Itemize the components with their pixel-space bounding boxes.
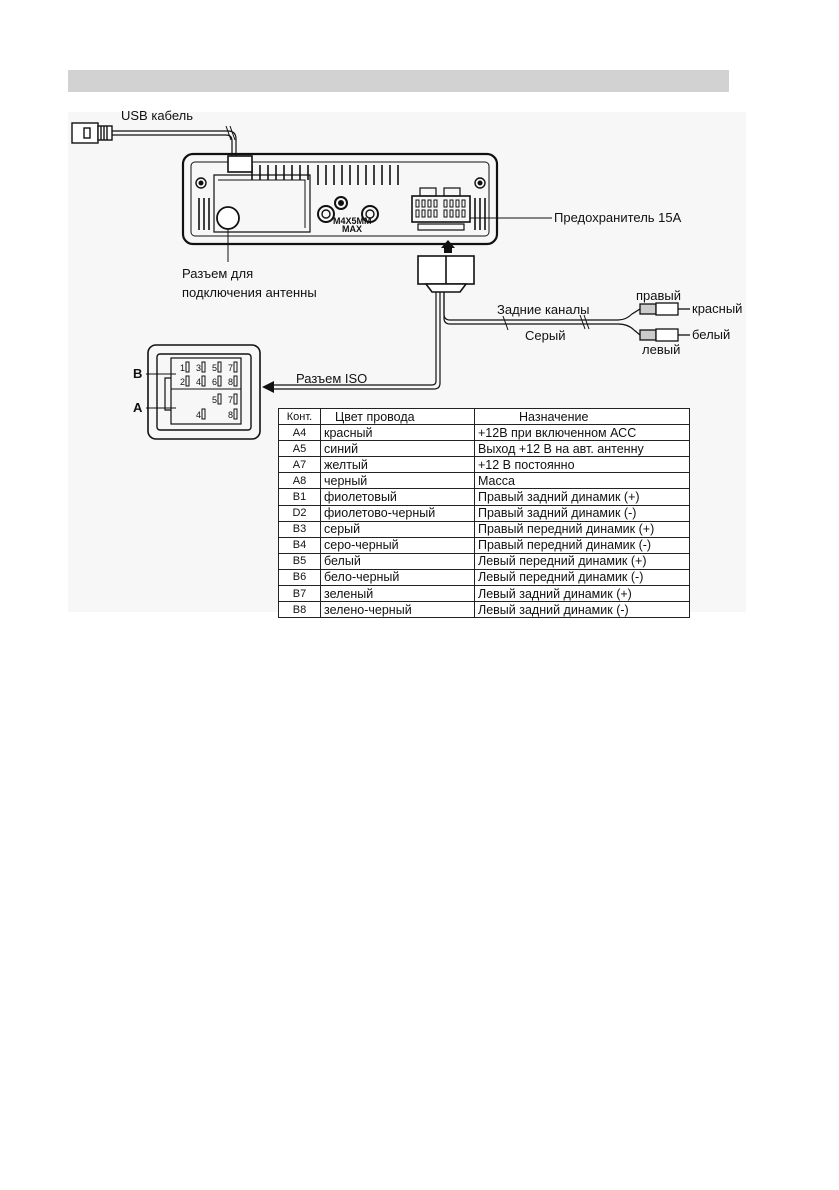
cell-contact: B6 <box>278 568 321 587</box>
connector-b-label: B <box>133 366 142 381</box>
iso-pin-b6: 6 <box>212 377 217 387</box>
cell-contact: A5 <box>278 440 321 458</box>
iso-pin-b1: 1 <box>180 363 185 373</box>
cell-contact: B3 <box>278 520 321 538</box>
cell-contact: A4 <box>278 424 321 442</box>
cell-purpose: +12В при включенном АСС <box>474 424 690 442</box>
rca-connector-white <box>639 328 690 342</box>
cell-contact: B7 <box>278 585 321 603</box>
cell-purpose: Левый передний динамик (+) <box>474 552 690 570</box>
cell-color: желтый <box>320 456 475 474</box>
cell-contact: A8 <box>278 472 321 490</box>
fuse-label: Предохранитель 15А <box>554 210 682 225</box>
cell-purpose: Левый задний динамик (+) <box>474 585 690 603</box>
left-channel-label: левый <box>642 342 680 357</box>
iso-pin-a8: 8 <box>228 410 233 420</box>
usb-cable-label: USB кабель <box>121 108 193 123</box>
white-label: белый <box>692 327 730 342</box>
iso-connector <box>146 344 261 440</box>
cell-purpose: Правый задний динамик (-) <box>474 504 690 522</box>
usb-plug <box>71 122 113 144</box>
iso-pin-b5: 5 <box>212 363 217 373</box>
section-header-bar <box>68 70 729 92</box>
usb-cable <box>112 125 237 158</box>
cell-contact: D2 <box>278 504 321 522</box>
arrow-left-icon <box>262 381 274 393</box>
connector-a-label: A <box>133 400 143 415</box>
red-label: красный <box>692 301 742 316</box>
iso-pin-b4: 4 <box>196 377 201 387</box>
cell-purpose: Правый передний динамик (+) <box>474 520 690 538</box>
rca-connector-red <box>639 302 690 316</box>
cell-color: черный <box>320 472 475 490</box>
screw-note-size: M4X5MM <box>333 216 372 226</box>
harness-plug <box>417 255 475 293</box>
wiring-diagram: USB кабель <box>71 108 742 440</box>
cell-contact: B5 <box>278 552 321 570</box>
arrow-up-icon <box>441 240 455 248</box>
cell-purpose: +12 В постоянно <box>474 456 690 474</box>
cell-color: серо-черный <box>320 536 475 554</box>
iso-pin-a5: 5 <box>212 395 217 405</box>
cell-color: белый <box>320 552 475 570</box>
iso-pin-b2: 2 <box>180 377 185 387</box>
cell-color: зеленый <box>320 585 475 603</box>
cell-color: серый <box>320 520 475 538</box>
right-channel-label: правый <box>636 288 681 303</box>
gray-wire-label: Серый <box>525 328 565 343</box>
rear-channels-label: Задние каналы <box>497 302 590 317</box>
table-header-row: Конт. Цвет провода Назначение <box>278 407 690 426</box>
header-contact: Конт. <box>278 407 321 426</box>
harness-wires <box>270 292 641 390</box>
header-purpose: Назначение <box>474 407 690 426</box>
screw-note-max: MAX <box>342 224 362 234</box>
cell-contact: B4 <box>278 536 321 554</box>
iso-pin-b7: 7 <box>228 363 233 373</box>
cell-contact: A7 <box>278 456 321 474</box>
cell-purpose: Выход +12 В на авт. антенну <box>474 440 690 458</box>
cell-color: бело-черный <box>320 568 475 587</box>
antenna-label-line1: Разъем для <box>182 266 253 281</box>
iso-pin-b8: 8 <box>228 377 233 387</box>
cell-purpose: Левый задний динамик (-) <box>474 601 690 619</box>
cell-color: фиолетовый <box>320 488 475 506</box>
header-wire-color: Цвет провода <box>320 407 475 426</box>
iso-pin-b3: 3 <box>196 363 201 373</box>
cell-purpose: Масса <box>474 472 690 490</box>
iso-pin-a7: 7 <box>228 395 233 405</box>
cell-contact: B8 <box>278 601 321 619</box>
cell-color: фиолетово-черный <box>320 504 475 522</box>
head-unit <box>181 152 499 246</box>
cell-color: зелено-черный <box>320 601 475 619</box>
cell-color: синий <box>320 440 475 458</box>
cell-color: красный <box>320 424 475 442</box>
cell-purpose: Правый передний динамик (-) <box>474 536 690 554</box>
antenna-label-line2: подключения антенны <box>182 285 317 300</box>
cell-purpose: Левый передний динамик (-) <box>474 568 690 587</box>
cell-contact: B1 <box>278 488 321 506</box>
cell-purpose: Правый задний динамик (+) <box>474 488 690 506</box>
iso-connector-label: Разъем ISO <box>296 371 367 386</box>
iso-pin-a4: 4 <box>196 410 201 420</box>
